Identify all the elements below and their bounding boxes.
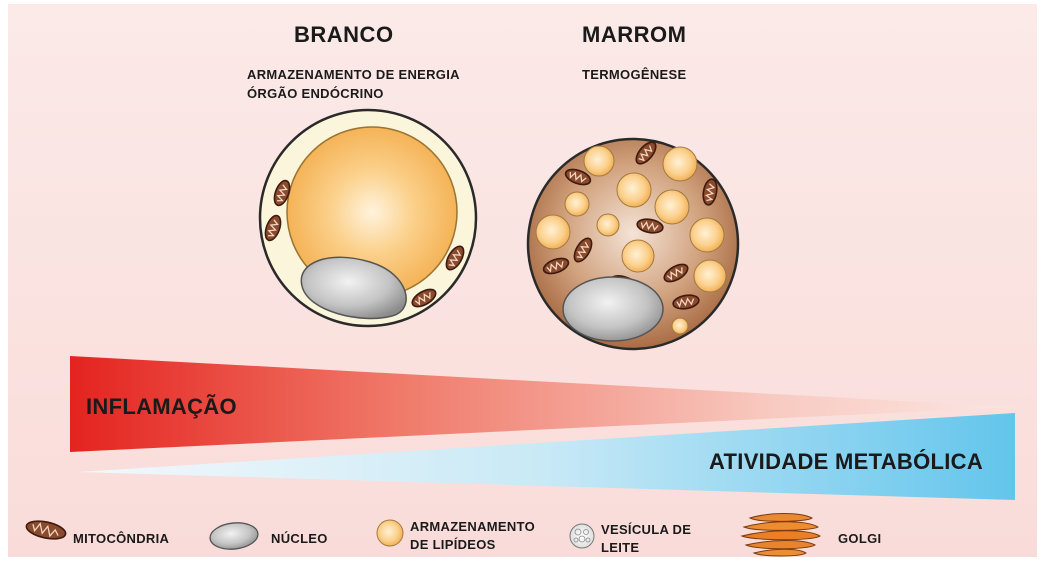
legend-label-mitochondria: MITOCÔNDRIA <box>73 530 169 547</box>
white-cell-title: BRANCO <box>294 22 394 48</box>
brown-adipocyte <box>528 139 738 349</box>
milk-vesicle-icon <box>570 524 594 548</box>
brown-cell-function-1: TERMOGÊNESE <box>582 66 686 84</box>
brown-nucleus <box>563 277 663 341</box>
lipid-droplet-icon <box>377 520 403 546</box>
inflammation-label: INFLAMAÇÃO <box>86 394 237 420</box>
metabolic-activity-label: ATIVIDADE METABÓLICA <box>709 449 983 475</box>
legend-label-vesicle-line-2: LEITE <box>601 539 639 556</box>
legend-label-lipid-line-1: ARMAZENAMENTO <box>410 518 535 535</box>
white-adipocyte <box>260 110 476 326</box>
legend-label-lipid-line-2: DE LIPÍDEOS <box>410 536 496 553</box>
white-cell-function-2: ÓRGÃO ENDÓCRINO <box>247 85 384 103</box>
legend-label-vesicle-line-1: VESÍCULA DE <box>601 521 691 538</box>
brown-cell-title: MARROM <box>582 22 686 48</box>
legend-label-golgi: GOLGI <box>838 530 881 547</box>
legend-label-nucleus: NÚCLEO <box>271 530 328 547</box>
white-cell-function-1: ARMAZENAMENTO DE ENERGIA <box>247 66 460 84</box>
